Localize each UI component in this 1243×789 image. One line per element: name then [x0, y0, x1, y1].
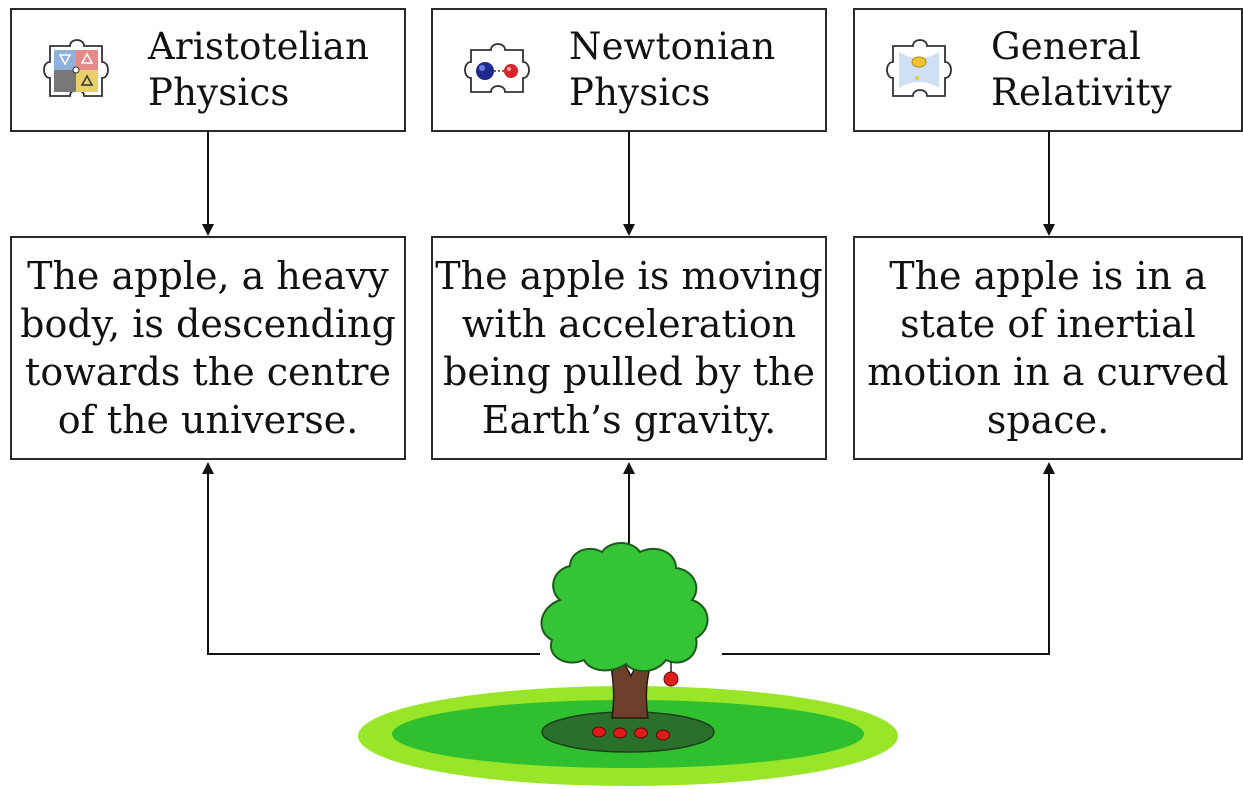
newtonian-physics-title-box: Newtonian Physics	[431, 8, 827, 132]
puzzle-curved-space-icon	[886, 39, 952, 97]
general-relativity-title: General Relativity	[991, 24, 1231, 116]
apple-on-ground-4	[656, 729, 670, 741]
title-line: General	[991, 25, 1142, 68]
description-line: state of inertial	[900, 302, 1196, 346]
description-line: with acceleration	[461, 302, 797, 346]
puzzle-four-elements-icon	[43, 39, 109, 97]
title-line: Aristotelian	[148, 25, 370, 68]
title-line: Relativity	[991, 71, 1172, 114]
description-line: The apple is moving	[435, 254, 823, 298]
title-line: Physics	[569, 71, 711, 114]
newtonian-description-box: The apple is moving with acceleration be…	[431, 236, 827, 460]
arrow-tree-to-aristotle	[202, 462, 540, 655]
general-relativity-title-box: General Relativity	[853, 8, 1243, 132]
description-line: body, is descending	[20, 302, 396, 346]
general-relativity-description: The apple is in a state of inertial moti…	[855, 252, 1240, 444]
aristotelian-description: The apple, a heavy body, is descending t…	[8, 252, 408, 444]
aristotelian-physics-title: Aristotelian Physics	[148, 24, 394, 116]
description-line: The apple is in a	[889, 254, 1207, 298]
apple-falling	[663, 671, 679, 687]
aristotelian-description-box: The apple, a heavy body, is descending t…	[10, 236, 406, 460]
title-line: Newtonian	[569, 25, 776, 68]
tree-foliage	[540, 542, 709, 672]
general-relativity-description-box: The apple is in a state of inertial moti…	[853, 236, 1243, 460]
apple-tree-illustration	[358, 542, 898, 786]
description-line: space.	[986, 398, 1110, 442]
apple-on-ground-1	[592, 726, 606, 738]
description-line: Earth’s gravity.	[481, 398, 777, 442]
apple-on-ground-3	[634, 727, 648, 739]
newtonian-description: The apple is moving with acceleration be…	[423, 252, 834, 444]
description-line: of the universe.	[57, 398, 359, 442]
puzzle-two-masses-icon	[464, 43, 530, 93]
description-line: towards the centre	[25, 350, 391, 394]
description-line: motion in a curved	[867, 350, 1229, 394]
apple-on-ground-2	[613, 727, 627, 739]
description-line: The apple, a heavy	[27, 254, 389, 298]
newtonian-physics-title: Newtonian Physics	[569, 24, 815, 116]
aristotelian-physics-title-box: Aristotelian Physics	[10, 8, 406, 132]
description-line: being pulled by the	[443, 350, 815, 394]
title-line: Physics	[148, 71, 290, 114]
arrow-tree-to-gr	[722, 462, 1055, 655]
